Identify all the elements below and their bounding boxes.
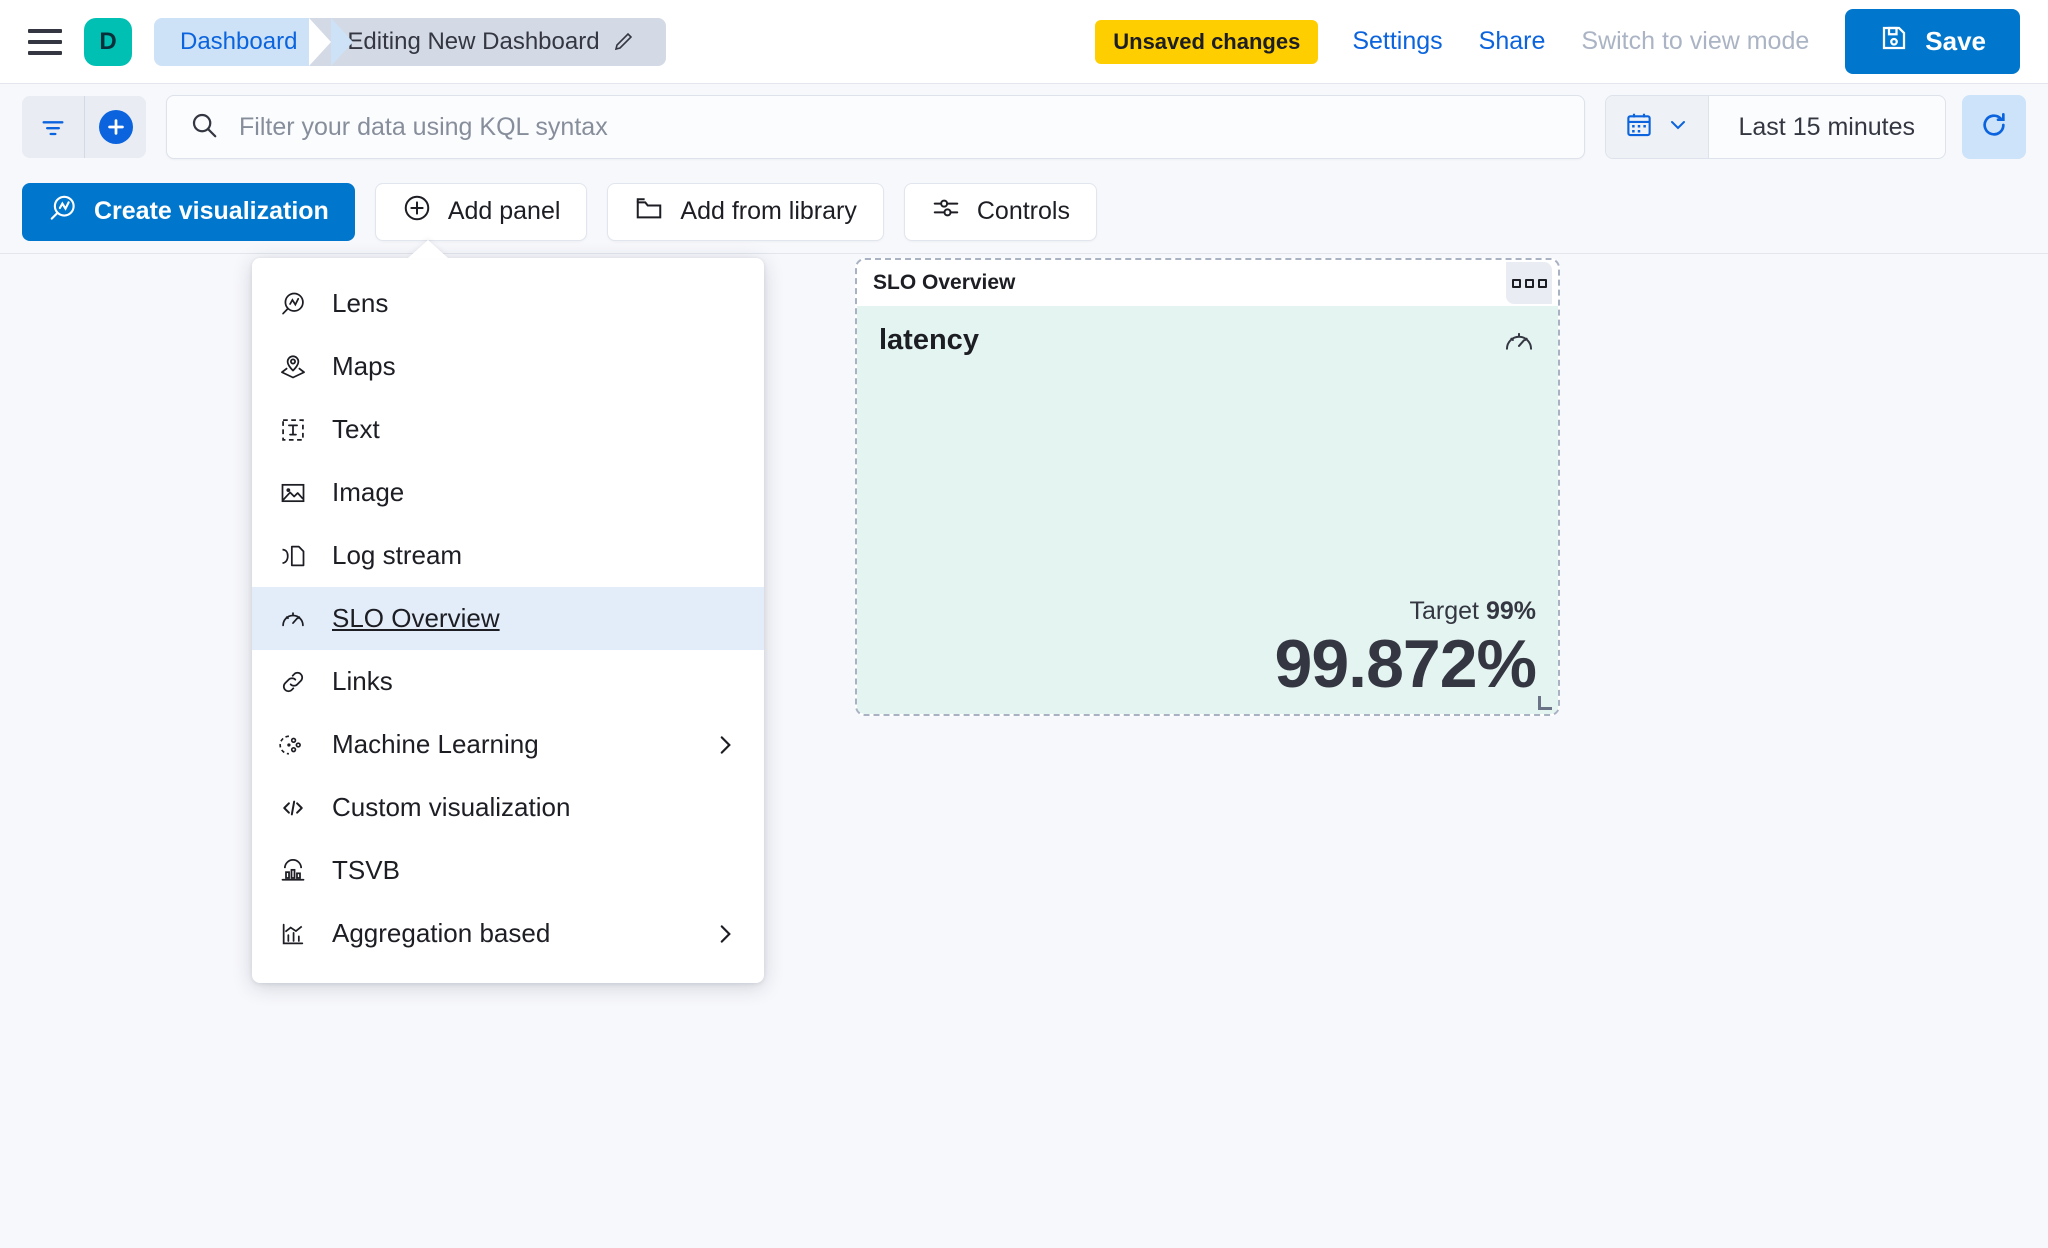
menu-item-image[interactable]: Image xyxy=(252,461,764,524)
breadcrumb: Dashboard Editing New Dashboard xyxy=(154,17,666,66)
search-bar[interactable] xyxy=(166,95,1585,159)
time-range-value[interactable]: Last 15 minutes xyxy=(1738,112,1916,141)
slo-header-row: latency xyxy=(879,324,1536,363)
folder-icon xyxy=(634,193,664,230)
gauge-icon xyxy=(1502,324,1536,363)
resize-handle-icon[interactable] xyxy=(1538,696,1552,710)
calendar-quick-select[interactable] xyxy=(1605,96,1709,158)
menu-item-maps[interactable]: Maps xyxy=(252,335,764,398)
menu-item-label: Maps xyxy=(332,351,396,381)
create-visualization-button[interactable]: Create visualization xyxy=(22,182,355,241)
menu-item-log-stream[interactable]: Log stream xyxy=(252,524,764,587)
add-panel-button[interactable]: Add panel xyxy=(374,182,588,241)
menu-item-label: Image xyxy=(332,477,405,507)
switch-to-view-mode-link[interactable]: Switch to view mode xyxy=(1581,27,1810,55)
dashboard-canvas: Lens Maps Text xyxy=(0,254,2048,1248)
unsaved-changes-badge[interactable]: Unsaved changes xyxy=(1095,19,1319,64)
space-avatar[interactable]: D xyxy=(84,17,132,66)
search-input[interactable] xyxy=(239,112,1562,142)
menu-item-label: TSVB xyxy=(332,855,400,885)
add-panel-label: Add panel xyxy=(447,197,561,225)
slo-overview-panel[interactable]: SLO Overview latency xyxy=(855,258,1560,716)
panel-body: latency Target 99% 99.872% xyxy=(857,306,1558,714)
lens-icon xyxy=(278,289,308,319)
image-icon xyxy=(278,478,308,508)
query-bar: Last 15 minutes xyxy=(0,84,2048,170)
menu-item-text[interactable]: Text xyxy=(252,398,764,461)
refresh-button[interactable] xyxy=(1962,95,2026,159)
aggregation-chart-icon xyxy=(278,919,308,949)
panel-context-menu-icon[interactable] xyxy=(1506,262,1552,304)
slo-target-label: Target xyxy=(1409,597,1479,625)
chevron-down-icon xyxy=(1666,113,1690,142)
tsvb-chart-icon xyxy=(278,856,308,886)
menu-item-label: Text xyxy=(332,414,380,444)
chevron-right-icon xyxy=(712,921,738,947)
add-from-library-label: Add from library xyxy=(680,197,857,225)
gauge-icon xyxy=(278,604,308,634)
add-filter-button[interactable] xyxy=(84,96,146,158)
menu-item-label: Custom visualization xyxy=(332,792,571,822)
breadcrumb-item-editing[interactable]: Editing New Dashboard xyxy=(309,17,666,66)
controls-label: Controls xyxy=(976,197,1070,225)
menu-item-label: Lens xyxy=(332,288,389,318)
save-button-label: Save xyxy=(1925,26,1986,56)
code-icon xyxy=(278,793,308,823)
time-picker: Last 15 minutes xyxy=(1604,95,1946,159)
create-visualization-label: Create visualization xyxy=(94,197,329,225)
text-box-icon xyxy=(278,415,308,445)
controls-sliders-icon xyxy=(931,193,961,230)
save-disk-icon xyxy=(1879,23,1909,60)
add-panel-menu: Lens Maps Text xyxy=(252,258,764,983)
add-from-library-button[interactable]: Add from library xyxy=(607,182,884,241)
breadcrumb-label-editing: Editing New Dashboard xyxy=(347,27,600,55)
menu-item-label: Machine Learning xyxy=(332,729,539,759)
breadcrumb-label-dashboard: Dashboard xyxy=(180,27,298,55)
slo-target: Target 99% xyxy=(879,597,1536,626)
top-header: D Dashboard Editing New Dashboard Unsave… xyxy=(0,0,2048,84)
slo-sli-value: 99.872% xyxy=(1274,626,1537,702)
menu-item-label: Links xyxy=(332,666,393,696)
chevron-right-icon xyxy=(712,732,738,758)
slo-name: latency xyxy=(879,324,979,356)
calendar-icon xyxy=(1624,110,1654,145)
refresh-icon xyxy=(1978,109,2010,146)
breadcrumb-item-dashboard[interactable]: Dashboard xyxy=(154,17,354,66)
menu-item-machine-learning[interactable]: Machine Learning xyxy=(252,713,764,776)
machine-learning-icon xyxy=(278,730,308,760)
menu-item-label: SLO Overview xyxy=(332,603,500,633)
log-stream-icon xyxy=(278,541,308,571)
controls-button[interactable]: Controls xyxy=(903,182,1097,241)
share-link[interactable]: Share xyxy=(1478,27,1546,55)
menu-item-custom-visualization[interactable]: Custom visualization xyxy=(252,776,764,839)
menu-item-label: Log stream xyxy=(332,540,463,570)
link-icon xyxy=(278,667,308,697)
lens-icon xyxy=(48,193,78,230)
panel-header: SLO Overview xyxy=(857,260,1558,306)
menu-item-tsvb[interactable]: TSVB xyxy=(252,839,764,902)
panel-title: SLO Overview xyxy=(873,271,1016,294)
plus-in-circle-icon xyxy=(402,193,432,230)
slo-target-value: 99% xyxy=(1485,597,1536,625)
menu-item-slo-overview[interactable]: SLO Overview xyxy=(252,587,764,650)
filter-controls xyxy=(22,96,146,158)
dashboard-toolbar: Create visualization Add panel Add from … xyxy=(0,170,2048,254)
header-actions: Unsaved changes Settings Share Switch to… xyxy=(1095,9,2020,74)
map-marker-icon xyxy=(278,352,308,382)
slo-metrics: Target 99% 99.872% xyxy=(879,597,1537,702)
hamburger-icon[interactable] xyxy=(22,19,68,65)
search-icon xyxy=(189,110,219,145)
plus-circle-icon xyxy=(98,110,133,144)
pencil-icon[interactable] xyxy=(612,30,636,54)
menu-item-aggregation-based[interactable]: Aggregation based xyxy=(252,902,764,965)
menu-item-links[interactable]: Links xyxy=(252,650,764,713)
menu-item-label: Aggregation based xyxy=(332,918,551,948)
save-button[interactable]: Save xyxy=(1845,9,2020,74)
filter-icon[interactable] xyxy=(22,96,84,158)
settings-link[interactable]: Settings xyxy=(1352,27,1443,55)
menu-item-lens[interactable]: Lens xyxy=(252,272,764,335)
